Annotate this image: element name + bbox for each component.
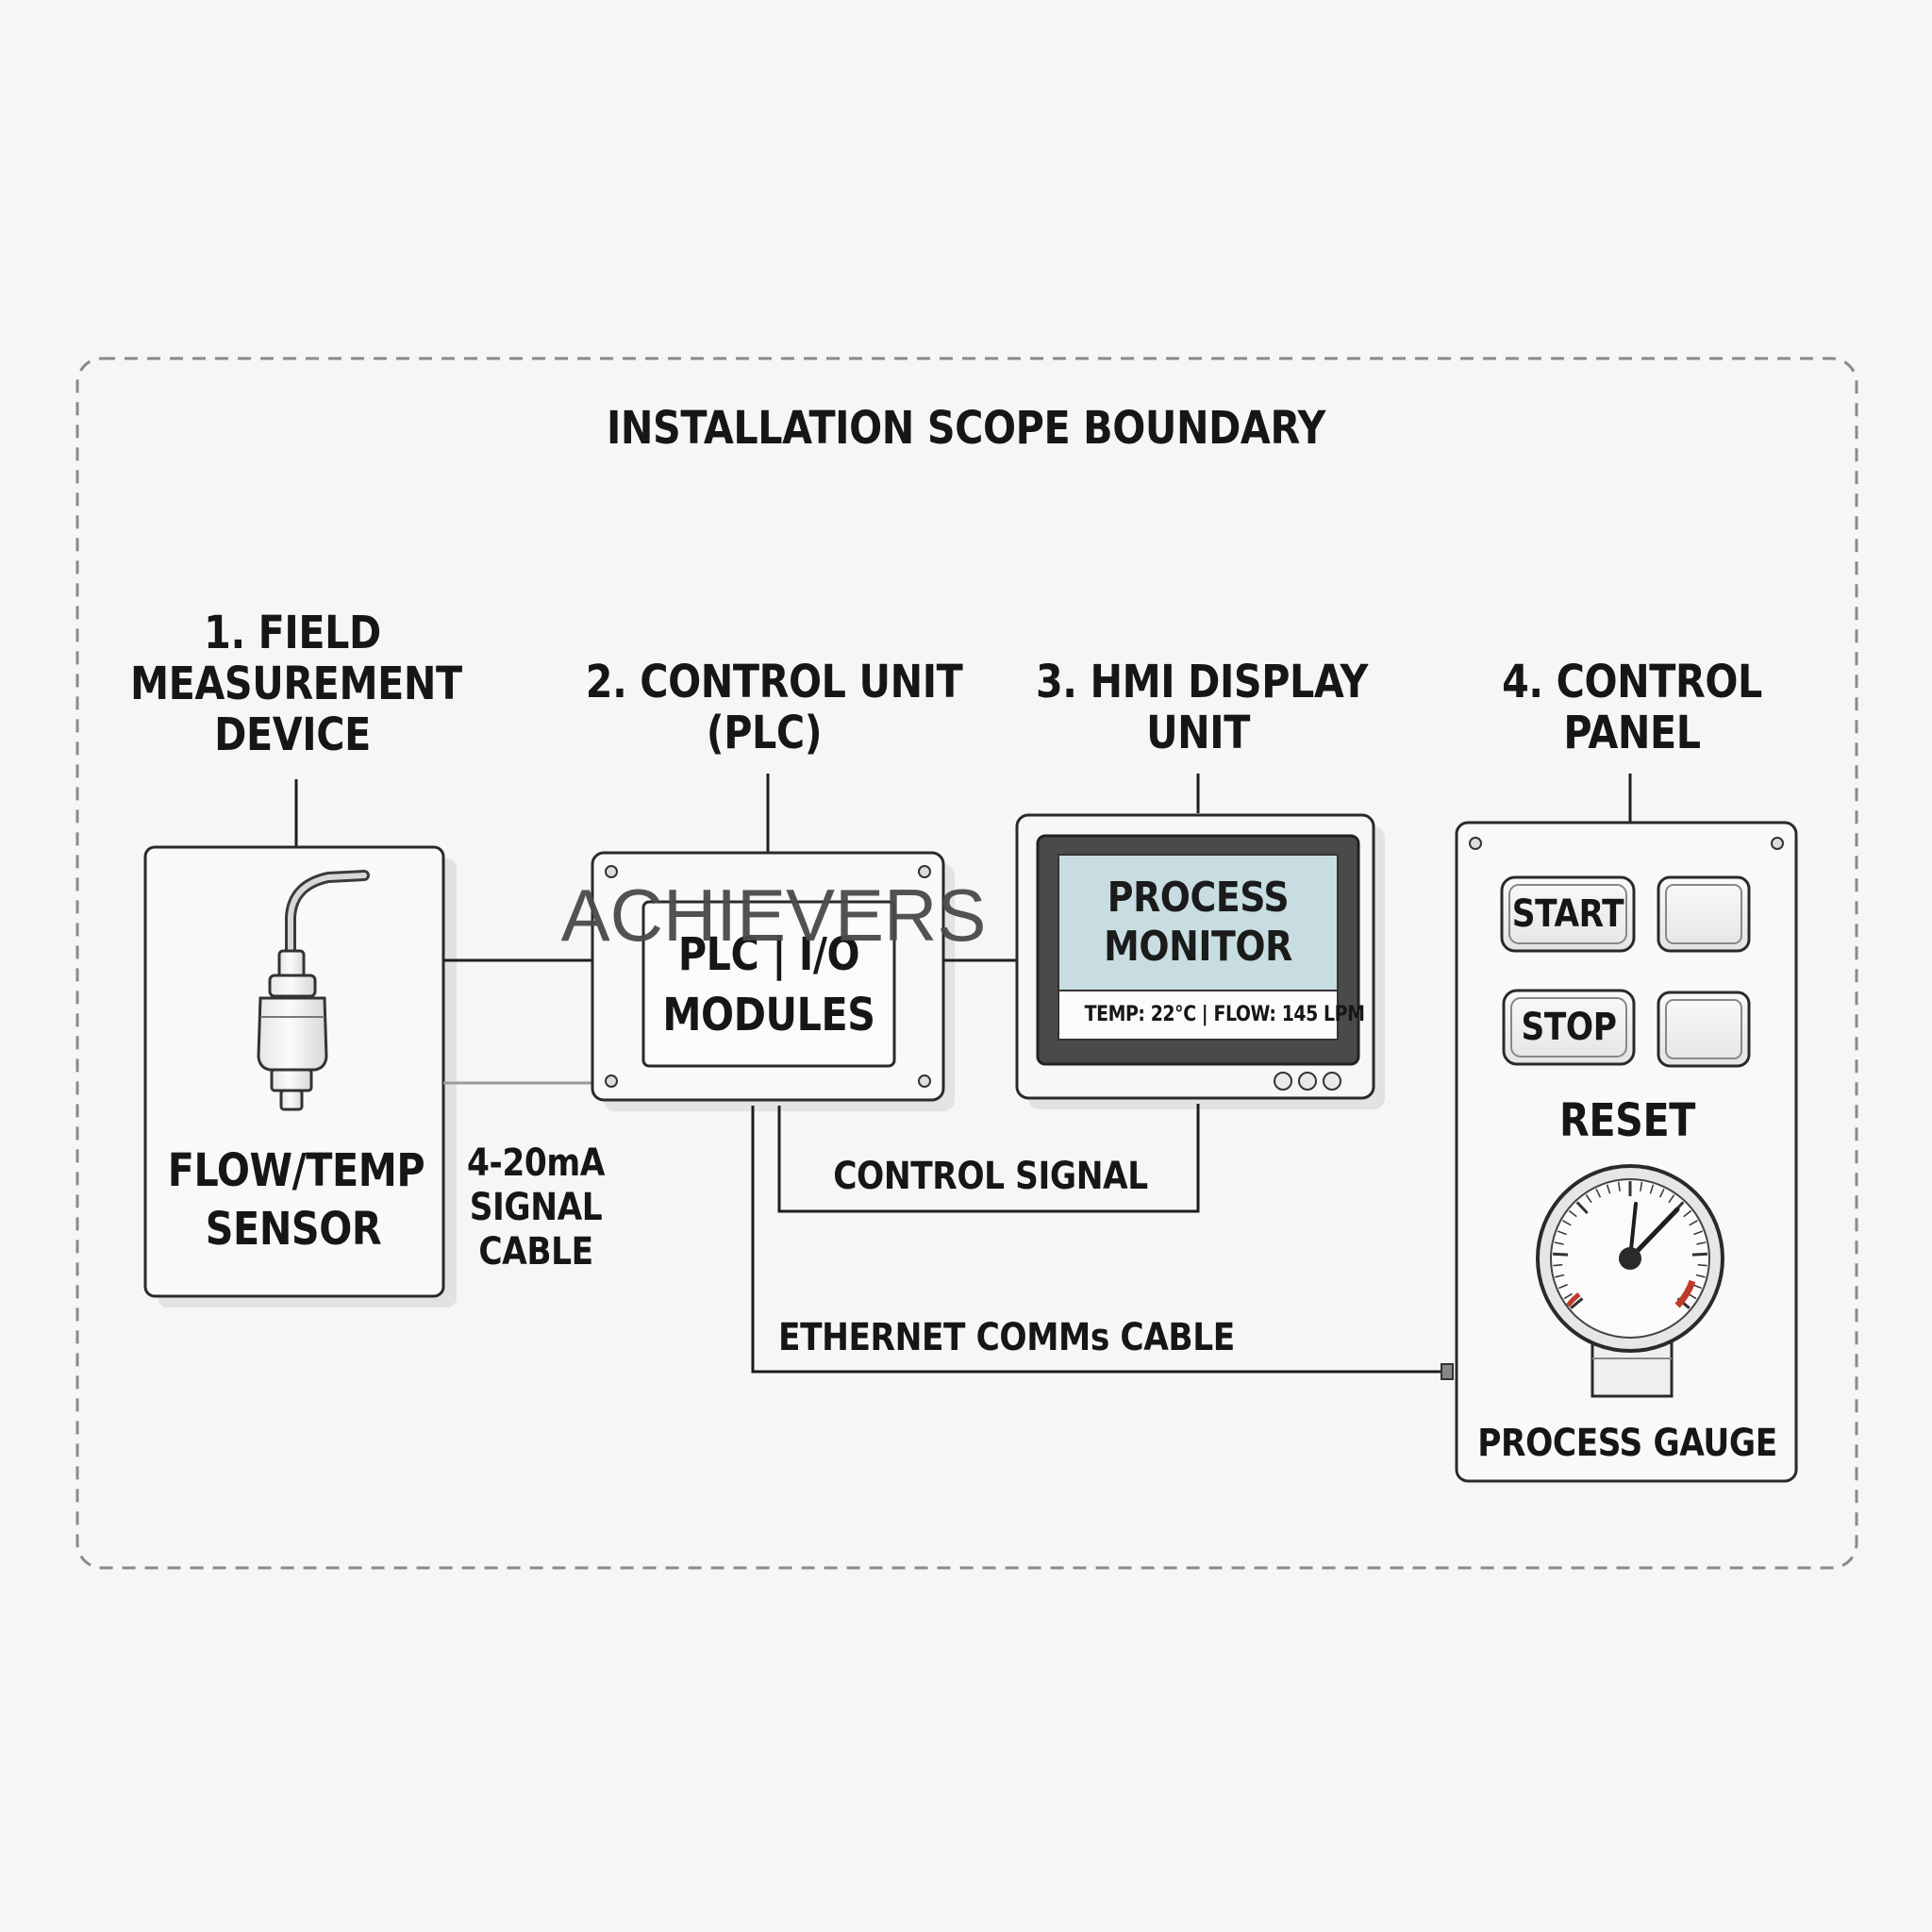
gauge-tick: [1693, 1230, 1703, 1236]
gauge-tick: [1689, 1220, 1698, 1226]
gauge-tick: [1568, 1209, 1577, 1218]
gauge-tick: [1557, 1230, 1567, 1236]
ethernet-cable-line: [751, 1106, 1451, 1374]
gauge-tick: [1595, 1188, 1602, 1198]
gauge-tick: [1585, 1194, 1592, 1204]
blank-button-2[interactable]: [1658, 991, 1749, 1064]
diagram-title: INSTALLATION SCOPE BOUNDARY: [606, 402, 1326, 455]
gauge-tick: [1570, 1297, 1584, 1309]
gauge-tick: [1553, 1263, 1563, 1267]
control-signal-label: CONTROL SIGNAL: [833, 1155, 1148, 1198]
gauge-tick: [1691, 1252, 1707, 1257]
gauge-tick: [1562, 1220, 1572, 1226]
ethernet-connector: [1441, 1363, 1454, 1380]
gauge-icon: [1536, 1164, 1724, 1398]
gauge-tick: [1575, 1201, 1589, 1215]
monitor-icon: [1015, 813, 1385, 1109]
heading-field-device: 1. FIELD MEASUREMENT DEVICE: [130, 607, 462, 761]
start-button[interactable]: START: [1511, 892, 1624, 936]
gauge-tick: [1563, 1292, 1573, 1300]
blank-button-1[interactable]: [1658, 877, 1749, 951]
gauge-tick: [1649, 1184, 1655, 1194]
gauge-tick: [1553, 1252, 1569, 1257]
gauge-tick: [1668, 1194, 1675, 1204]
hmi-screen-title: PROCESS MONITOR: [1104, 874, 1292, 971]
process-gauge-label: PROCESS GAUGE: [1477, 1422, 1777, 1465]
hmi-status-readout: TEMP: 22°C | FLOW: 145 LPM: [1084, 1003, 1365, 1026]
scope-boundary: [75, 357, 1858, 1570]
gauge-tick: [1696, 1241, 1707, 1245]
gauge-tick: [1683, 1209, 1692, 1218]
heading-hmi-display: 3. HMI DISPLAY UNIT: [1036, 656, 1368, 759]
plc-module-label: PLC | I/O MODULES: [662, 928, 875, 1041]
gauge-tick: [1558, 1284, 1568, 1290]
reset-label: RESET: [1559, 1094, 1695, 1147]
signal-cable-label: 4-20mA SIGNAL CABLE: [467, 1141, 605, 1274]
gauge-tick: [1695, 1274, 1706, 1278]
plc-box: [591, 851, 955, 1111]
gauge-tick: [1658, 1188, 1665, 1198]
watermark: ACHIEVERS: [560, 874, 987, 957]
gauge-tick: [1606, 1184, 1611, 1194]
gauge-tick: [1554, 1241, 1564, 1245]
control-signal-line: [777, 1104, 1200, 1213]
stop-button[interactable]: STOP: [1521, 1006, 1617, 1049]
ethernet-cable-label: ETHERNET COMMs CABLE: [778, 1316, 1235, 1359]
control-panel-box: [1455, 821, 1798, 1483]
gauge-tick: [1640, 1181, 1643, 1191]
sensor-icon: [257, 870, 370, 1111]
gauge-tick: [1617, 1181, 1621, 1191]
gauge-tick: [1555, 1274, 1565, 1278]
sensor-label: FLOW/TEMP SENSOR: [167, 1144, 425, 1256]
heading-control-panel: 4. CONTROL PANEL: [1502, 656, 1762, 759]
gauge-tick: [1697, 1263, 1707, 1267]
heading-control-unit: 2. CONTROL UNIT (PLC): [585, 656, 963, 759]
